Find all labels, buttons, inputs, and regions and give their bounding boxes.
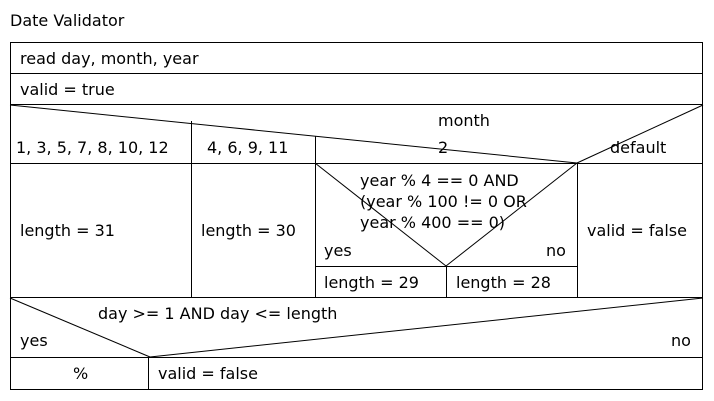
daycheck-no-label: no xyxy=(671,331,691,350)
leap-no-label: no xyxy=(546,241,566,260)
case-30-action: length = 30 xyxy=(201,221,296,240)
case-label-default: default xyxy=(610,138,667,157)
case-label-feb: 2 xyxy=(438,138,449,157)
leap-condition-line-3: year % 400 == 0) xyxy=(360,213,506,232)
daycheck-diagonal-no xyxy=(149,297,704,358)
daycheck-diagonal-yes xyxy=(9,297,151,358)
init-step: valid = true xyxy=(20,80,115,99)
daycheck-no-action: valid = false xyxy=(158,364,258,383)
case-label-30: 4, 6, 9, 11 xyxy=(207,138,289,157)
diagram-border xyxy=(10,42,703,390)
default-action: valid = false xyxy=(587,221,687,240)
leap-diagonal-no xyxy=(445,162,578,267)
case-31-action: length = 31 xyxy=(20,221,115,240)
daycheck-yes-label: yes xyxy=(20,331,48,350)
leap-diagonal-yes xyxy=(314,162,447,267)
leap-yes-label: yes xyxy=(324,241,352,260)
leap-condition-line-1: year % 4 == 0 AND xyxy=(360,171,519,190)
case-label-31: 1, 3, 5, 7, 8, 10, 12 xyxy=(16,138,169,157)
switch-diagonal xyxy=(9,104,578,164)
leap-no-action: length = 28 xyxy=(456,273,551,292)
diagram-title: Date Validator xyxy=(10,11,125,30)
switch-selector: month xyxy=(438,111,490,130)
leap-condition-line-2: (year % 100 != 0 OR xyxy=(360,192,527,211)
read-step: read day, month, year xyxy=(20,49,199,68)
leap-yes-action: length = 29 xyxy=(324,273,419,292)
daycheck-condition: day >= 1 AND day <= length xyxy=(98,304,338,323)
switch-default-diagonal xyxy=(576,104,704,164)
daycheck-yes-action: % xyxy=(73,364,89,383)
